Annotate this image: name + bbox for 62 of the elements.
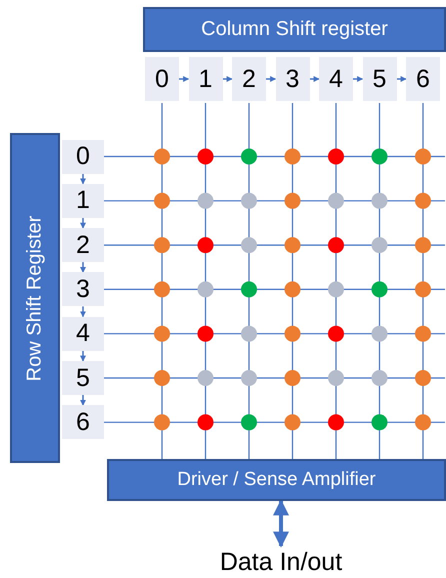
register-cell	[362, 57, 396, 101]
index-number: 3	[286, 64, 300, 94]
bit-line	[248, 103, 250, 459]
arrow	[273, 499, 289, 548]
label-text: Column Shift register	[201, 18, 388, 41]
label-text: Data In/out	[220, 548, 342, 576]
word-line	[104, 333, 445, 334]
bit-line	[422, 103, 424, 459]
arrow	[266, 76, 276, 82]
word-line	[104, 156, 445, 158]
register-cell	[145, 57, 179, 101]
word-line	[104, 200, 445, 202]
word-line	[104, 377, 445, 379]
amplifier-box	[107, 459, 446, 501]
register-cell	[62, 228, 104, 262]
bit-line	[204, 103, 206, 459]
arrow	[80, 350, 86, 362]
index-number: 1	[76, 186, 90, 216]
arrow	[80, 395, 86, 406]
word-line	[104, 244, 445, 246]
index-number: 5	[76, 364, 90, 392]
arrow	[179, 76, 190, 82]
index-number: 1	[198, 64, 212, 94]
arrow	[353, 76, 364, 82]
arrow	[222, 76, 233, 82]
arrow	[80, 174, 86, 184]
register-cell	[276, 57, 310, 101]
index-number: 6	[416, 64, 430, 94]
index-number: 3	[76, 274, 90, 304]
register-cell	[62, 361, 104, 395]
register-cell	[232, 57, 266, 101]
bit-line	[292, 103, 294, 459]
word-line	[104, 422, 445, 423]
register-box	[10, 133, 60, 463]
index-number: 6	[76, 408, 90, 437]
index-number: 4	[76, 319, 90, 348]
arrow	[80, 262, 86, 273]
register-cell	[62, 316, 104, 351]
arrow	[310, 76, 320, 82]
index-number: 5	[372, 64, 386, 94]
bit-line	[335, 103, 337, 459]
register-cell	[319, 57, 353, 101]
register-cell	[62, 140, 104, 174]
register-cell	[62, 272, 104, 306]
register-cell	[406, 57, 440, 101]
index-number: 0	[155, 64, 169, 94]
index-number: 2	[242, 64, 256, 94]
index-number: 4	[329, 64, 343, 94]
arrow	[396, 76, 407, 82]
word-line	[104, 288, 445, 290]
bit-line	[378, 103, 380, 459]
arrow	[80, 306, 86, 318]
register-cell	[62, 184, 104, 218]
index-number: 0	[76, 142, 90, 171]
index-number: 2	[76, 230, 90, 260]
register-cell	[62, 405, 104, 440]
arrow	[80, 218, 86, 229]
register-cell	[188, 57, 222, 101]
bit-line	[161, 103, 163, 459]
label-text: Driver / Sense Amplifier	[177, 469, 376, 491]
label-text: Row Shift Register	[24, 215, 46, 381]
register-box	[143, 7, 446, 52]
